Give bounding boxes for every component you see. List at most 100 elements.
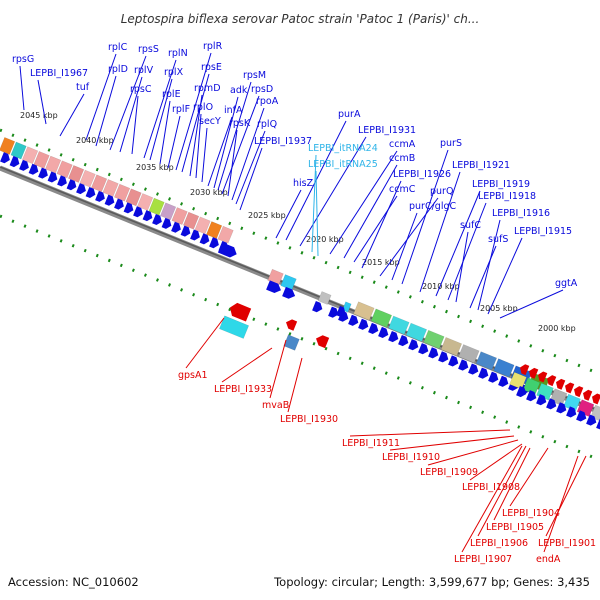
feature-block (341, 301, 352, 313)
feature-block (102, 179, 119, 197)
gene-label: LEPBI_itRNA24 (308, 143, 378, 154)
forward-gene-arrow (458, 359, 469, 371)
gene-label-connector (181, 73, 210, 173)
gene-label-connector (349, 429, 511, 437)
gene-label-connector (343, 164, 398, 259)
gene-label: LEPBI_I1926 (393, 169, 451, 180)
gene-label-connector (427, 439, 519, 466)
forward-gene-arrow (338, 310, 349, 322)
gene-label: purQ (430, 186, 453, 197)
feature-block (388, 315, 410, 335)
feature-block (45, 155, 62, 174)
gene-label-connector (499, 289, 564, 319)
forward-gene-arrow (566, 406, 577, 418)
gene-label-connector (435, 190, 481, 297)
forward-gene-arrow (498, 375, 509, 387)
gene-label-connector (419, 171, 461, 293)
gene-label: endA (536, 554, 561, 565)
gene-label: purS (440, 138, 462, 149)
gene-label-connector (221, 95, 260, 195)
gene-label: LEPBI_I1967 (30, 68, 88, 79)
forward-gene-arrow (133, 206, 143, 218)
forward-gene-arrow (368, 322, 379, 334)
gene-label-connector (217, 81, 252, 191)
gene-label-connector (299, 136, 367, 247)
gene-label-connector (269, 339, 287, 399)
feature-block (68, 165, 85, 183)
gene-label: LEPBI_I1904 (502, 508, 560, 519)
gene-label: rpsG (12, 54, 34, 65)
gene-label-connector (235, 130, 266, 205)
gene-label-connector (361, 180, 402, 269)
scale-label: 2005 kbp (480, 304, 518, 313)
gene-label: rplN (168, 48, 188, 59)
gene-label-connector (85, 53, 117, 141)
feature-block (475, 351, 498, 371)
forward-gene-arrow (38, 167, 48, 179)
gene-label: ccmA (389, 139, 416, 150)
gene-label: rpsE (201, 62, 222, 73)
gene-label: sufS (488, 234, 508, 245)
gene-label-connector (95, 75, 117, 147)
feature-tracks (0, 137, 600, 430)
forward-gene-arrow (47, 171, 58, 183)
gene-label-connector (189, 94, 203, 177)
gene-label: rpsD (251, 84, 273, 95)
gene-label: LEPBI_I1905 (486, 522, 544, 533)
gene-label: secY (199, 116, 221, 127)
forward-gene-arrow (468, 363, 479, 375)
feature-block (440, 337, 463, 357)
forward-gene-arrow (19, 159, 29, 171)
feature-block (194, 216, 211, 235)
topology-summary-text: Topology: circular; Length: 3,599,677 bp… (273, 575, 590, 589)
gene-label-connector (275, 189, 302, 239)
forward-gene-arrow (546, 398, 557, 410)
gene-label: rplD (108, 64, 128, 75)
forward-gene-arrow (576, 410, 587, 422)
reverse-gene-arrow (547, 375, 557, 387)
gene-label: rplF (172, 104, 190, 115)
reverse-gene-arrow (592, 393, 600, 405)
feature-block (353, 301, 375, 321)
forward-gene-arrow (398, 335, 409, 347)
gene-label: rplC (108, 42, 128, 53)
forward-gene-arrow (66, 179, 77, 191)
feature-block (22, 146, 39, 165)
gene-label-connector (509, 447, 549, 507)
scale-label: 2025 kbp (248, 211, 286, 220)
forward-gene-arrow (161, 217, 172, 229)
gene-label: rpoA (256, 96, 279, 107)
gene-label-connector (477, 445, 527, 537)
forward-gene-arrow (418, 343, 429, 355)
gene-label-connector (239, 147, 263, 211)
gene-label: LEPBI_I1933 (214, 384, 272, 395)
gene-label: LEPBI_itRNA25 (308, 159, 378, 170)
gene-label: gpsA1 (178, 370, 208, 381)
gene-label-connector (131, 95, 139, 155)
gene-label: LEPBI_I1907 (454, 554, 512, 565)
gene-label: adk (230, 85, 248, 96)
gene-label: LEPBI_I1918 (478, 191, 536, 202)
feature-block (219, 315, 250, 339)
gene-label: LEPBI_I1908 (462, 482, 520, 493)
gene-label: rpsS (138, 44, 159, 55)
gene-label-connector (543, 455, 579, 553)
reverse-gene-arrow (529, 367, 539, 379)
gene-label: ccmB (389, 153, 415, 164)
feature-block (137, 193, 154, 211)
gene-label: rplO (193, 102, 213, 113)
gene-label: LEPBI_I1910 (382, 452, 440, 463)
feature-block (206, 221, 223, 239)
reverse-gene-arrow (316, 335, 330, 349)
forward-gene-arrow (328, 306, 339, 318)
feature-block (370, 308, 393, 328)
reverse-gene-arrow (583, 389, 593, 401)
scale-label: 2015 kbp (362, 258, 400, 267)
gene-label: LEPBI_I1916 (492, 208, 550, 219)
forward-gene-arrow (378, 326, 389, 339)
gene-label-connector (59, 93, 85, 137)
forward-gene-arrow (152, 213, 162, 226)
feature-block (183, 211, 200, 230)
